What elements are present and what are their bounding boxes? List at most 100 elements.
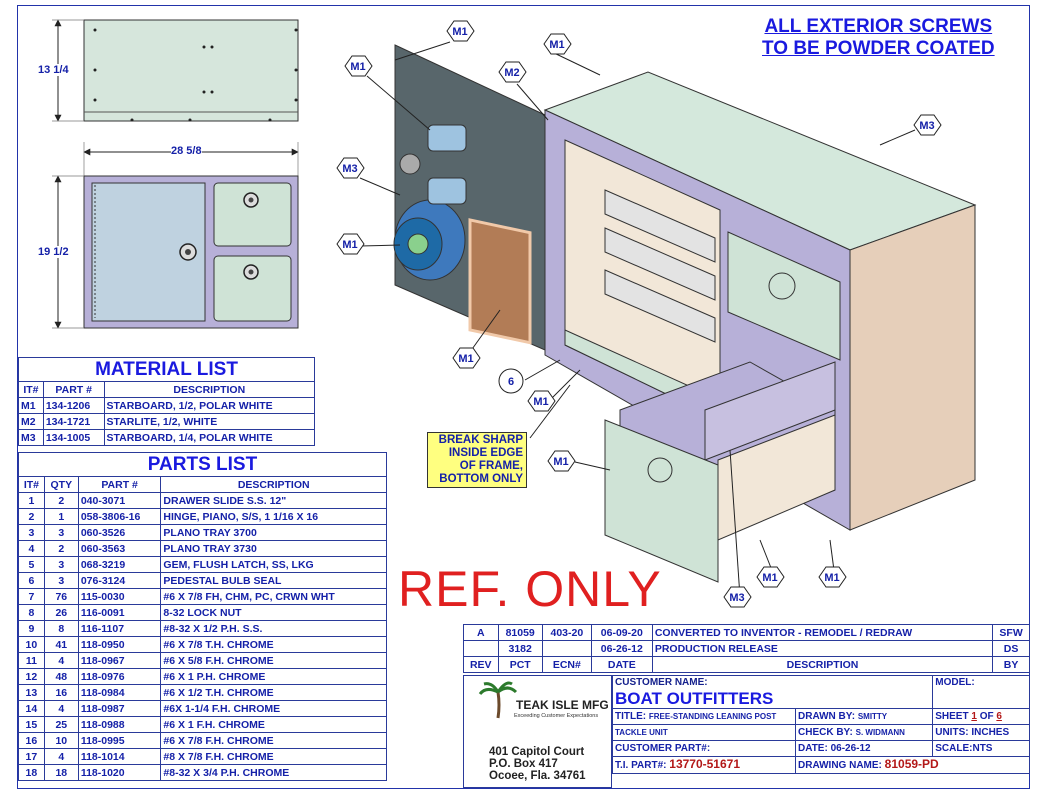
table-cell: 060-3526	[77, 524, 162, 541]
callout-m1: M1	[342, 239, 357, 251]
table-cell: 4	[43, 748, 79, 765]
table-cell: 118-0984	[77, 684, 162, 701]
exterior-screws-note: ALL EXTERIOR SCREWS TO BE POWDER COATED	[762, 16, 995, 59]
table-cell: DRAWER SLIDE S.S. 12"	[160, 492, 387, 509]
table-header: IT#	[18, 476, 45, 493]
width-dim: 28 5/8	[171, 145, 202, 157]
table-cell: #6 X 7/8 F.H. CHROME	[160, 732, 387, 749]
table-cell: #6 X 7/8 FH, CHM, PC, CRWN WHT	[160, 588, 387, 605]
title-block: CUSTOMER NAME: BOAT OUTFITTERS MODEL: TI…	[611, 675, 1030, 774]
table-cell: 16	[43, 684, 79, 701]
table-cell: 068-3219	[77, 556, 162, 573]
table-header: DESCRIPTION	[160, 476, 387, 493]
table-cell: 25	[43, 716, 79, 733]
table-cell: 3	[43, 572, 79, 589]
table-cell: GEM, FLUSH LATCH, SS, LKG	[160, 556, 387, 573]
table-cell: 040-3071	[77, 492, 162, 509]
table-header: REV	[463, 656, 499, 673]
table-cell: 15	[18, 716, 45, 733]
table-cell: 076-3124	[77, 572, 162, 589]
table-cell: 10	[18, 636, 45, 653]
material-list-title: MATERIAL LIST	[18, 357, 315, 382]
table-header: DESCRIPTION	[651, 656, 994, 673]
drawn-by: SMITTY	[857, 711, 888, 721]
table-cell: #6 X 1/2 T.H. CHROME	[160, 684, 387, 701]
table-cell: 116-0091	[77, 604, 162, 621]
table-cell: 115-0030	[77, 588, 162, 605]
drawing-name: 81059-PD	[884, 757, 939, 771]
table-cell: #8-32 X 3/4 P.H. CHROME	[160, 764, 387, 781]
table-cell: 118-1014	[77, 748, 162, 765]
table-cell: 118-0995	[77, 732, 162, 749]
customer-name-label: CUSTOMER NAME:	[615, 677, 708, 688]
table-cell: 4	[18, 540, 45, 557]
front-view	[52, 175, 299, 329]
table-cell: 4	[43, 652, 79, 669]
table-cell: 9	[18, 620, 45, 637]
callout-m3: M3	[729, 592, 744, 604]
sheet-total: 6	[996, 710, 1002, 722]
parts-list-title: PARTS LIST	[18, 452, 387, 477]
drawing-title: FREE-STANDING LEANING POST	[648, 711, 777, 721]
table-cell: PLANO TRAY 3730	[160, 540, 387, 557]
table-cell: 6	[18, 572, 45, 589]
table-cell: 41	[43, 636, 79, 653]
table-cell: 16	[18, 732, 45, 749]
table-cell: 17	[18, 748, 45, 765]
customer-name: BOAT OUTFITTERS	[615, 689, 774, 708]
table-header: PART #	[77, 476, 162, 493]
callout-m1: M1	[533, 396, 548, 408]
table-cell: 8	[43, 620, 79, 637]
height-front-dim: 19 1/2	[38, 246, 69, 258]
table-cell: 118-0988	[77, 716, 162, 733]
table-cell: 8-32 LOCK NUT	[160, 604, 387, 621]
table-cell: 7	[18, 588, 45, 605]
break-sharp-note: BREAK SHARP INSIDE EDGE OF FRAME, BOTTOM…	[427, 432, 527, 488]
check-by: S. WIDMANN	[855, 727, 905, 737]
table-cell: 058-3806-16	[77, 508, 162, 525]
table-cell: HINGE, PIANO, S/S, 1 1/16 X 16	[160, 508, 387, 525]
table-cell: 13	[18, 684, 45, 701]
drawing-date: 06-26-12	[830, 742, 871, 754]
table-cell: 26	[43, 604, 79, 621]
table-cell: 118-0950	[77, 636, 162, 653]
customer-part-label: CUSTOMER PART#:	[615, 742, 711, 754]
company-block: TEAK ISLE MFG Exceeding Customer Expecta…	[463, 675, 612, 788]
company-address: 401 Capitol Court P.O. Box 417 Ocoee, Fl…	[489, 746, 586, 782]
ti-part-number: 13770-51671	[669, 757, 740, 771]
table-cell: 5	[18, 556, 45, 573]
units: INCHES	[971, 726, 1010, 738]
callout-m1: M1	[553, 456, 568, 468]
table-cell: 1	[18, 492, 45, 509]
callout-m3: M3	[919, 120, 934, 132]
table-cell: 116-1107	[77, 620, 162, 637]
table-header: PCT	[497, 656, 543, 673]
table-cell: 10	[43, 732, 79, 749]
drawing-border	[17, 5, 1030, 789]
table-cell: 3	[18, 524, 45, 541]
callout-m1: M1	[452, 26, 467, 38]
callout-m1: M1	[824, 572, 839, 584]
drawing-title-2: TACKLE UNIT	[615, 727, 668, 737]
sheet-number: 1	[971, 710, 977, 722]
table-cell: 2	[18, 508, 45, 525]
model-label: MODEL:	[935, 677, 975, 688]
table-cell: 48	[43, 668, 79, 685]
table-cell: 060-3563	[77, 540, 162, 557]
table-cell: 76	[43, 588, 79, 605]
callout-m1: M1	[762, 572, 777, 584]
table-header: DESCRIPTION	[103, 381, 316, 398]
palm-tree-logo	[478, 681, 518, 719]
